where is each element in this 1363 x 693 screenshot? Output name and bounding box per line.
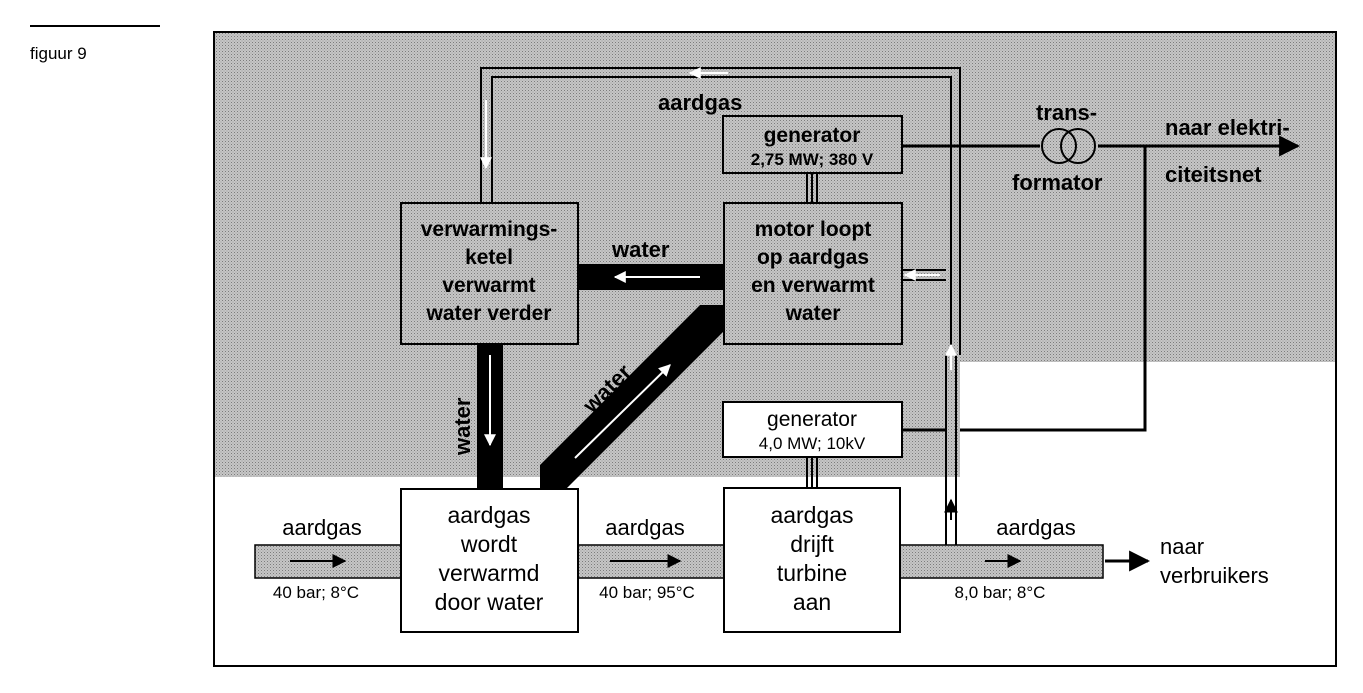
motor-line-4: water <box>785 302 841 325</box>
gas-out-condition: 8,0 bar; 8°C <box>955 583 1046 602</box>
gas-out-label: aardgas <box>996 515 1076 540</box>
water-label-horizontal: water <box>611 237 670 262</box>
generator-bottom-box <box>722 401 903 458</box>
boiler-line-2: ketel <box>465 246 513 269</box>
water-label-vertical: water <box>450 397 475 456</box>
generator-bottom-shaft <box>806 457 818 488</box>
gas-loop-label: aardgas <box>658 90 742 115</box>
gas-in-label: aardgas <box>282 515 362 540</box>
transformer-label-bottom: formator <box>1012 170 1103 195</box>
gas-mid-condition: 40 bar; 95°C <box>599 583 695 602</box>
motor-line-1: motor loopt <box>755 218 872 241</box>
turbine-line-3: turbine <box>777 560 847 586</box>
turbine-line-1: aardgas <box>770 502 853 528</box>
heater-line-3: verwarmd <box>439 560 540 586</box>
water-pipe-diagonal <box>540 305 725 490</box>
generator-top-shaft <box>806 173 818 203</box>
turbine-box <box>723 487 901 633</box>
consumer-label-2: verbruikers <box>1160 563 1269 588</box>
generator-top-title: generator <box>764 124 861 147</box>
water-arrow-diagonal <box>574 364 671 459</box>
boiler-line-1: verwarmings- <box>421 218 558 241</box>
transformer-label-top: trans- <box>1036 100 1097 125</box>
heater-box <box>400 488 579 633</box>
consumer-label-1: naar <box>1160 534 1204 559</box>
motor-line-2: op aardgas <box>757 246 869 269</box>
heater-line-4: door water <box>435 589 544 615</box>
boiler-line-3: verwarmt <box>442 274 535 297</box>
turbine-line-2: drijft <box>790 531 834 557</box>
gas-supply-loop <box>480 67 961 355</box>
generator-top-spec: 2,75 MW; 380 V <box>751 150 874 169</box>
motor-box <box>723 202 903 345</box>
generator-bottom-title: generator <box>767 408 857 431</box>
grid-output-label-2: citeitsnet <box>1165 162 1262 187</box>
gas-mid-label: aardgas <box>605 515 685 540</box>
transformer-symbol <box>1041 128 1096 164</box>
grid-output-label-1: naar elektri- <box>1165 115 1290 140</box>
boiler-box <box>400 202 579 345</box>
generator-bottom-spec: 4,0 MW; 10kV <box>759 434 866 453</box>
gas-in-condition: 40 bar; 8°C <box>273 583 359 602</box>
figure-label: figuur 9 <box>30 44 87 63</box>
gas-riser-pipe <box>945 355 957 545</box>
electric-lines <box>902 144 1290 432</box>
motor-line-3: en verwarmt <box>751 274 875 297</box>
turbine-line-4: aan <box>793 589 831 615</box>
heater-line-2: wordt <box>460 531 518 557</box>
figure-rule <box>30 25 160 27</box>
boiler-line-4: water verder <box>426 302 552 325</box>
heater-line-1: aardgas <box>447 502 530 528</box>
